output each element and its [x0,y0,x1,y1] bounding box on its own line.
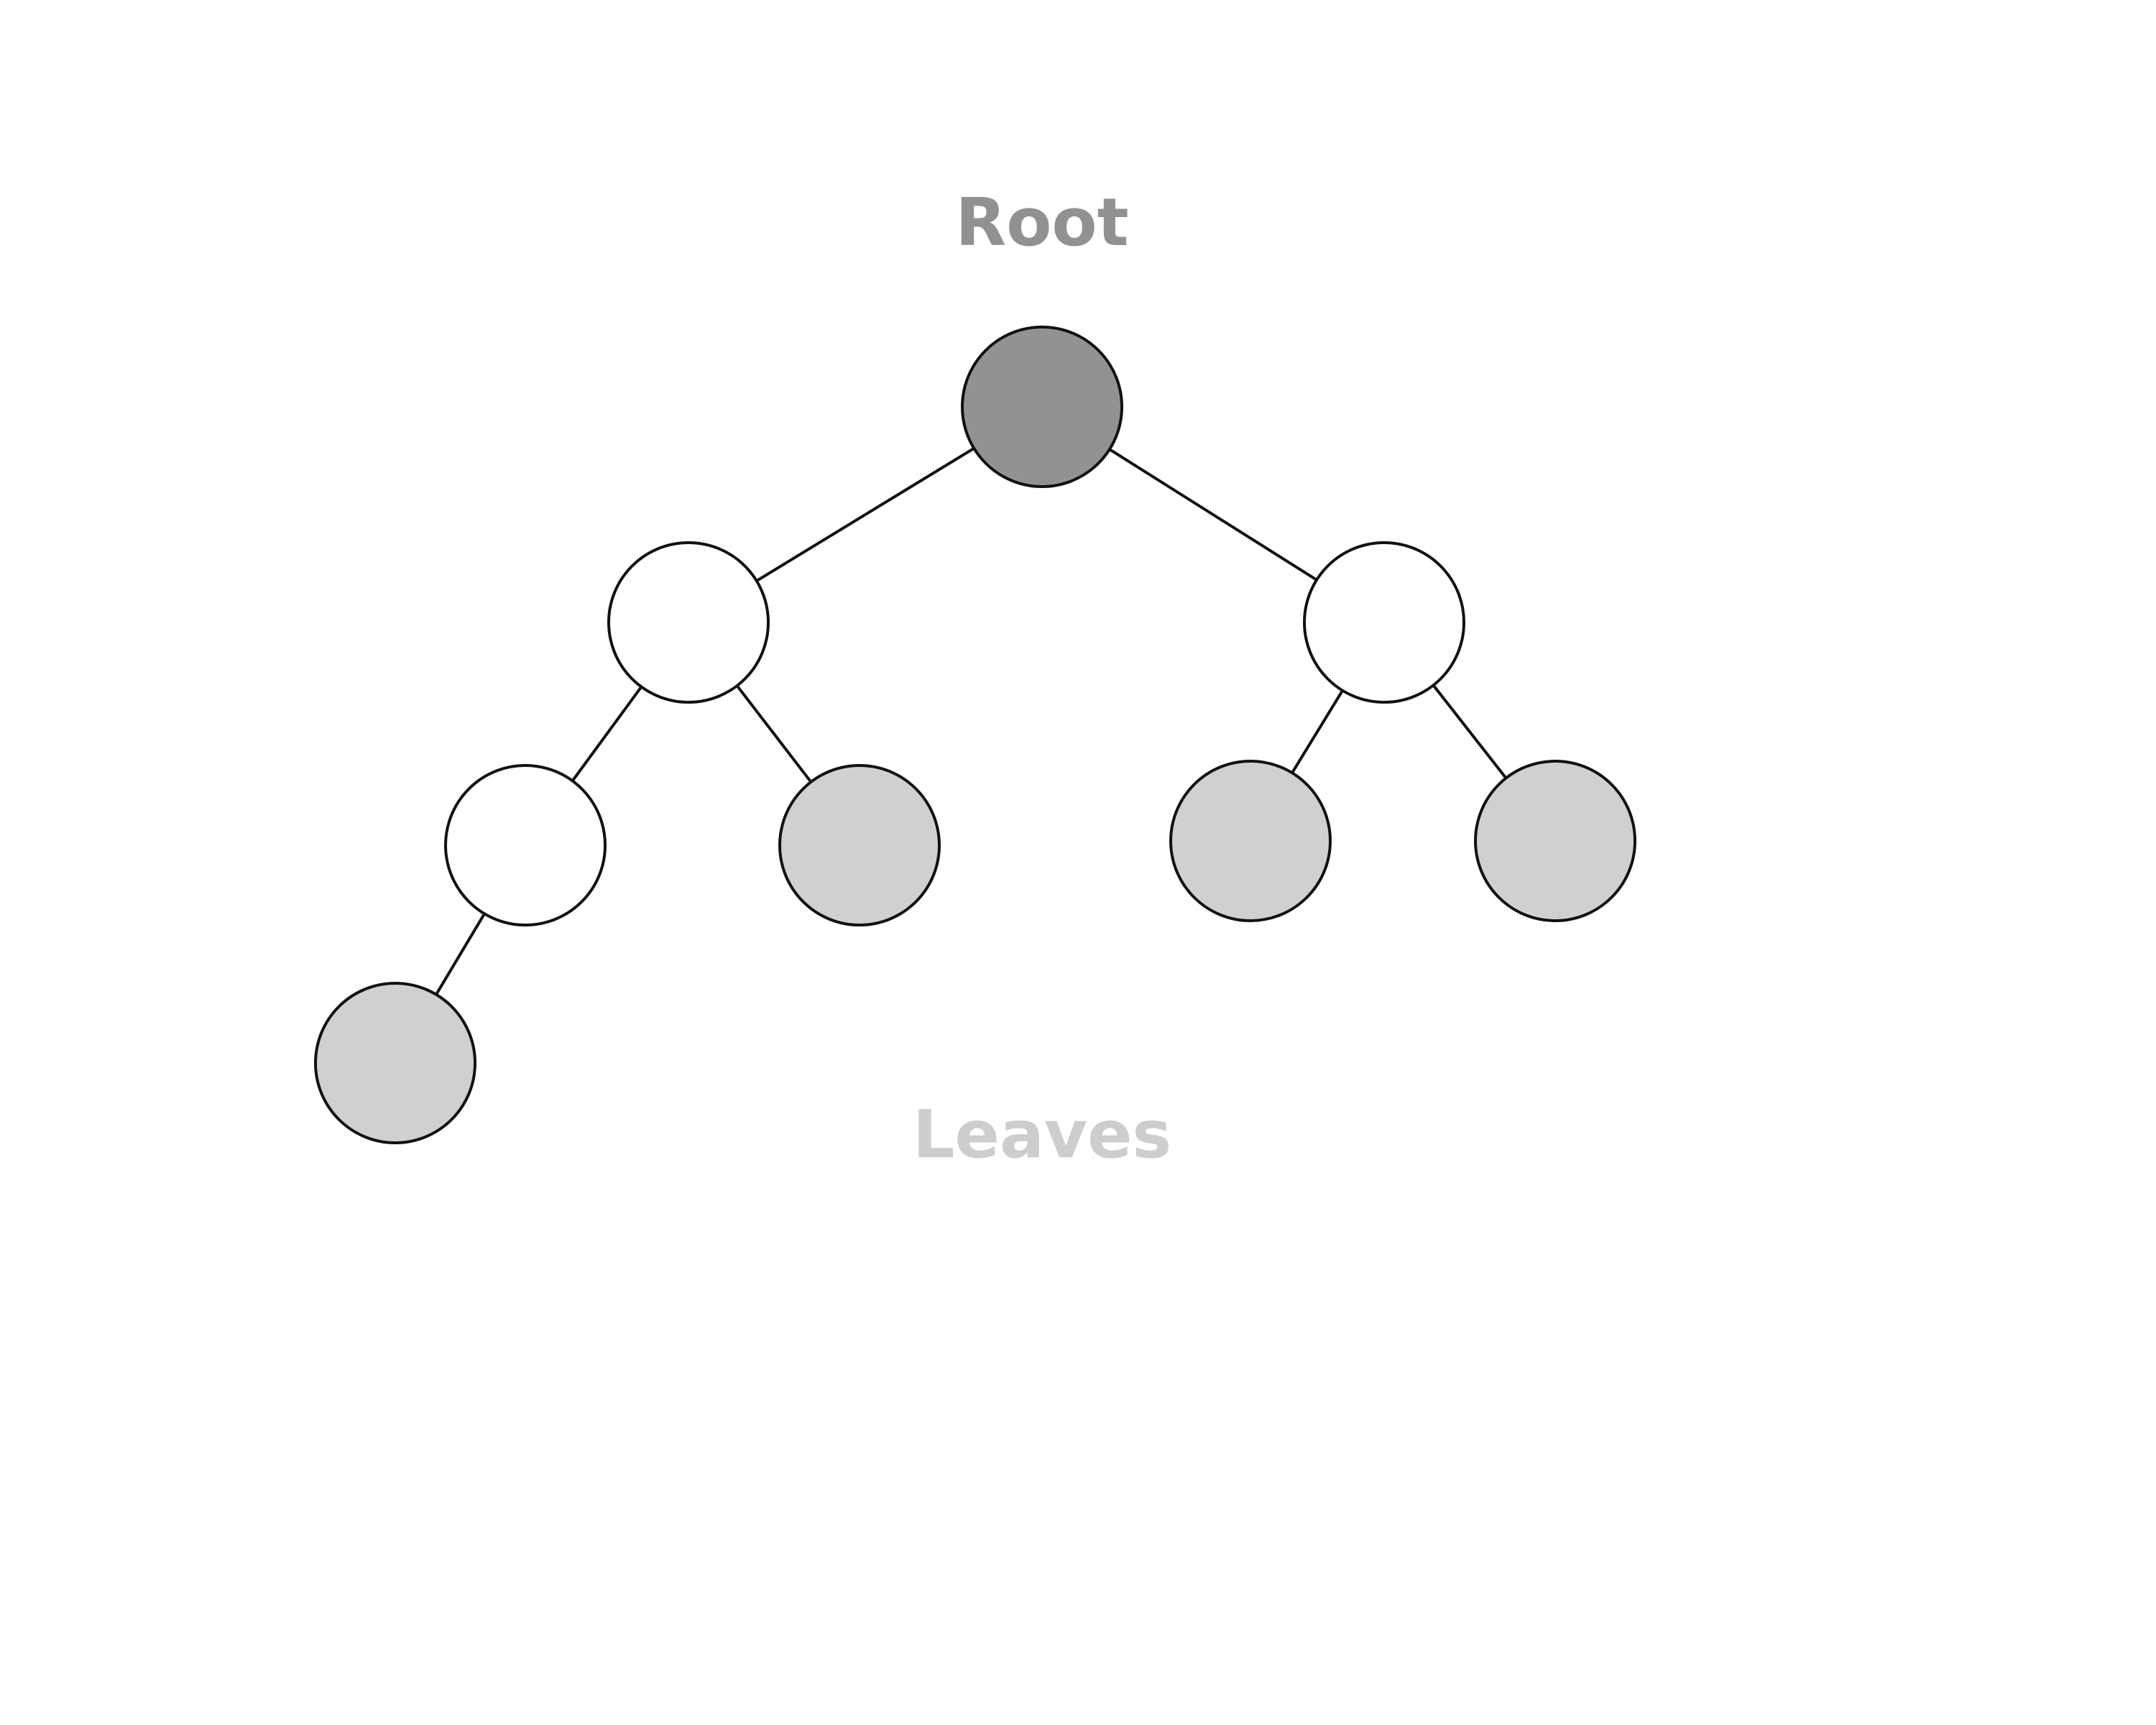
leaf-left-left-left [314,982,476,1144]
edge-n-right-to-leaf-right-left [1291,689,1344,774]
leaf-right-left [1169,760,1332,922]
node-n-left [607,541,770,704]
edge-root-to-n-left [755,447,975,582]
edge-n-left-to-n-left-left [571,686,643,782]
node-n-right [1303,541,1465,704]
edge-n-right-to-leaf-right-right [1432,684,1508,779]
leaf-right-right [1474,760,1636,922]
tree-nodes [314,326,1636,1144]
tree-edges [435,447,1508,995]
node-n-left-left [444,764,607,926]
node-root [961,326,1123,488]
edge-root-to-n-right [1108,448,1318,581]
edge-n-left-to-leaf-left-right [736,684,812,783]
root-label: Root [955,184,1128,261]
edge-n-left-left-to-leaf-left-left-left [435,913,486,995]
leaf-left-right [778,764,941,926]
leaves-label: Leaves [913,1096,1171,1173]
